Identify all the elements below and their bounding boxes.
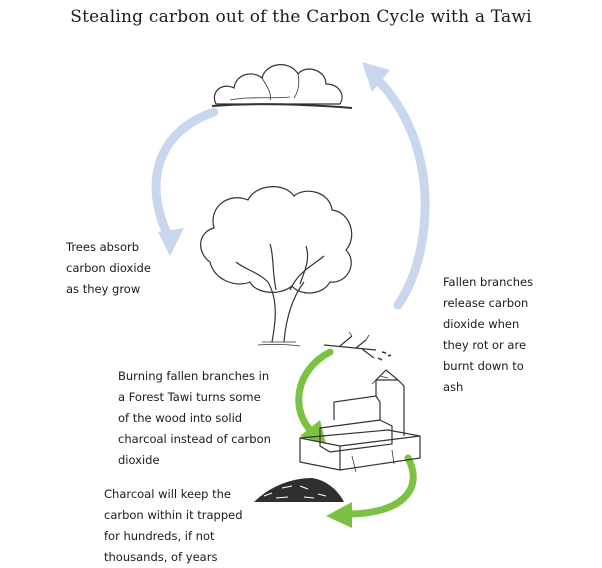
label-line: Trees absorb — [66, 240, 140, 254]
label-trees-absorb: Trees absorb carbon dioxide as they grow — [66, 237, 151, 300]
label-line: a Forest Tawi turns some — [118, 390, 261, 404]
charcoal-pile-icon — [254, 478, 344, 502]
diagram-title: Stealing carbon out of the Carbon Cycle … — [70, 7, 532, 27]
label-fallen-branches: Fallen branches release carbon dioxide w… — [443, 272, 533, 398]
green-arrow-to-charcoal — [326, 454, 417, 528]
label-line: Fallen branches — [443, 275, 534, 289]
label-line: carbon within it trapped — [104, 508, 243, 522]
label-line: dioxide when — [443, 317, 520, 331]
label-charcoal: Charcoal will keep the carbon within it … — [104, 484, 243, 568]
label-line: dioxide — [118, 453, 160, 467]
green-arrow-to-tawi — [295, 348, 334, 444]
cycle-arrow-release — [362, 62, 430, 310]
label-line: ash — [443, 380, 464, 394]
label-line: they rot or are — [443, 338, 527, 352]
label-line: Charcoal will keep the — [104, 487, 231, 501]
label-line: of the wood into solid — [118, 411, 243, 425]
label-line: as they grow — [66, 282, 141, 296]
label-burning-branches: Burning fallen branches in a Forest Tawi… — [118, 366, 271, 471]
fallen-branches-icon — [323, 331, 392, 361]
label-line: thousands, of years — [104, 550, 218, 564]
tawi-stove-icon — [299, 369, 421, 473]
cloud-icon — [211, 64, 353, 109]
label-line: for hundreds, if not — [104, 529, 215, 543]
cycle-arrow-absorb — [151, 107, 219, 256]
label-line: Burning fallen branches in — [118, 369, 270, 383]
label-line: charcoal instead of carbon — [118, 432, 271, 446]
label-line: release carbon — [443, 296, 529, 310]
label-line: burnt down to — [443, 359, 524, 373]
label-line: carbon dioxide — [66, 261, 151, 275]
tree-icon — [200, 186, 353, 347]
